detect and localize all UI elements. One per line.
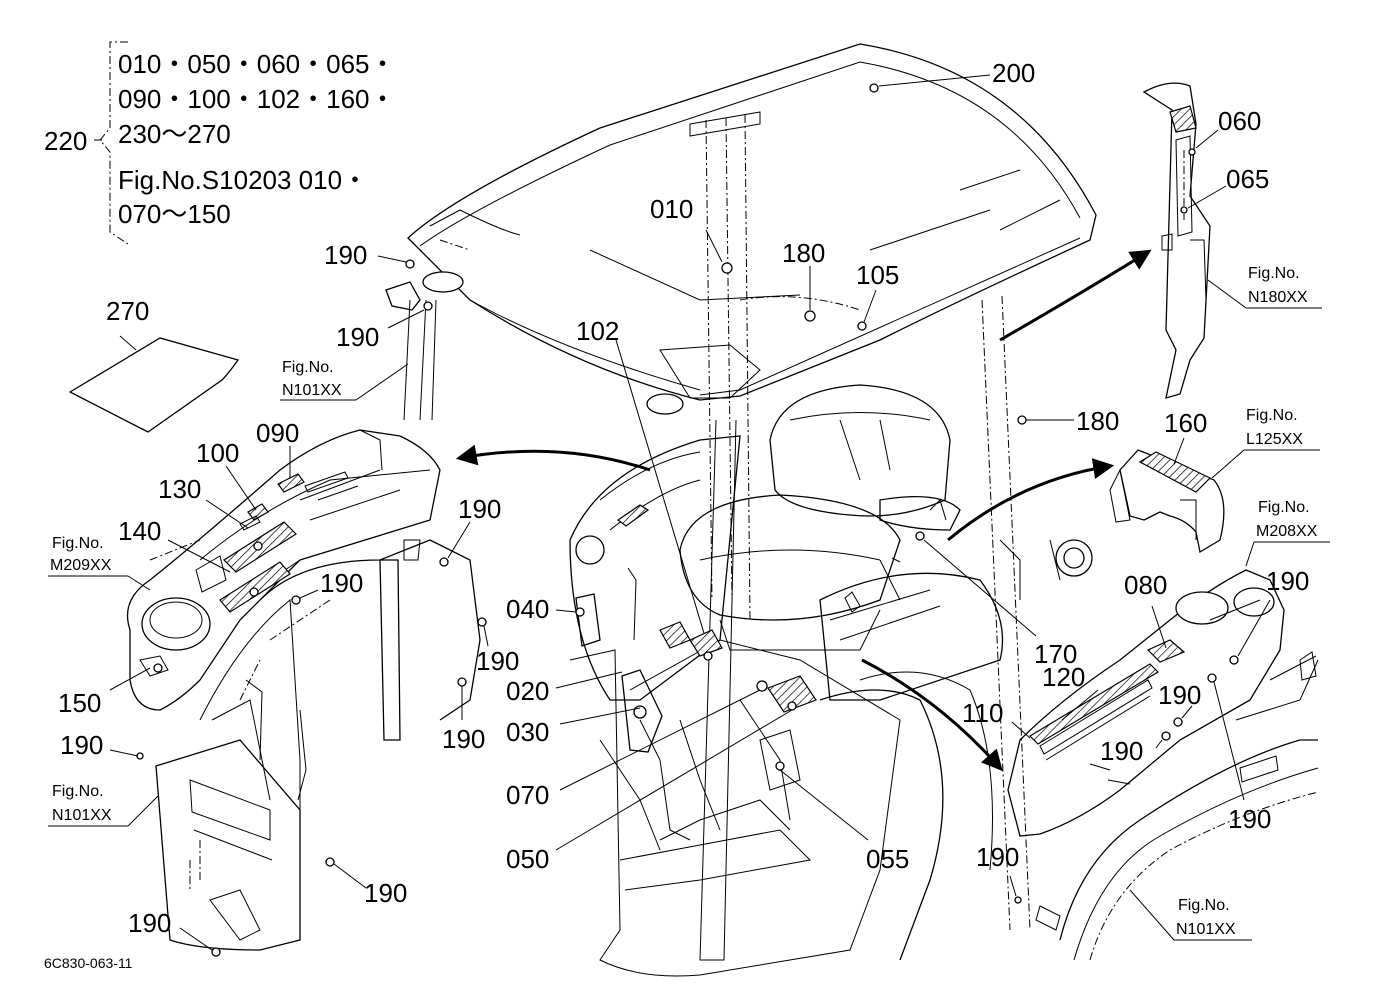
part-190-label-rear-top: 190: [60, 730, 103, 760]
part-090-label: 090: [256, 418, 299, 448]
fig-ref-n101-lower-right-prefix: Fig.No.: [1178, 897, 1230, 914]
part-020-label: 020: [506, 676, 549, 706]
part-180-label-pillar: 180: [1076, 406, 1119, 436]
callout-220-line-2: 090・100・102・160・: [118, 84, 396, 114]
part-080-label: 080: [1124, 570, 1167, 600]
part-070-label: 070: [506, 780, 549, 810]
rops-frame: 010 180 180 105 102: [403, 111, 1119, 961]
part-030-label: 030: [506, 717, 549, 747]
part-010-label: 010: [650, 194, 693, 224]
arrow-to-left-console: [455, 444, 651, 472]
callout-220: 220 010・050・060・065・ 090・100・102・160・ 23…: [44, 41, 396, 245]
part-190-label-rear-right: 190: [364, 878, 407, 908]
explode-arrows: [455, 249, 1152, 772]
part-190-label-left-lower: 190: [442, 724, 485, 754]
part-190-label-roof-bottom: 190: [336, 322, 379, 352]
part-120-label: 120: [1042, 662, 1085, 692]
right-pillar-cover: 060 065 Fig.No. N180XX: [1142, 82, 1322, 399]
left-fender: 190 190 190 190: [199, 494, 519, 820]
decal-sheet-270: 270: [68, 296, 240, 433]
fig-ref-m209-prefix: Fig.No.: [52, 535, 104, 552]
callout-220-line-3: 230～270: [118, 119, 231, 149]
right-fender: 190 190 190 190 190 Fig.No. N101XX: [976, 566, 1319, 961]
fig-ref-n180-code: N180XX: [1248, 289, 1308, 306]
fig-ref-l125-prefix: Fig.No.: [1246, 407, 1298, 424]
part-102-label: 102: [576, 316, 619, 346]
callout-220-line-1: 010・050・060・065・: [118, 49, 396, 79]
part-110-label: 110: [962, 698, 1003, 728]
part-105-label: 105: [856, 260, 899, 290]
part-040-label: 040: [506, 594, 549, 624]
arrow-to-right-console: [861, 658, 1003, 772]
right-small-cover: 160 Fig.No. L125XX: [1109, 407, 1320, 554]
operator-seat: [679, 384, 961, 651]
drawing-code: 6C830-063-11: [44, 955, 133, 971]
part-100-label: 100: [196, 438, 239, 468]
fig-ref-n101-lower-right-code: N101XX: [1176, 921, 1236, 938]
arrow-to-small-cover: [947, 458, 1115, 542]
part-055-label: 055: [866, 844, 909, 874]
part-190-label-rear-bottom: 190: [128, 908, 171, 938]
part-065-label: 065: [1226, 164, 1269, 194]
part-190-label-right-bottom: 190: [1228, 804, 1271, 834]
part-140-label: 140: [118, 516, 161, 546]
roof-mount-left: 190 190: [324, 240, 433, 352]
part-190-label-left-right: 190: [476, 646, 519, 676]
part-170-label: 170: [1034, 639, 1077, 669]
fig-ref-n101-upper-code: N101XX: [282, 382, 342, 399]
part-190-label-right-left: 190: [1100, 736, 1143, 766]
part-150-label: 150: [58, 688, 101, 718]
right-console-panel: 080 120 110 Fig.No. M208XX: [962, 499, 1330, 837]
floor-and-dash: 170 040 020 030 070 050 055: [506, 435, 1093, 977]
fig-ref-n180-prefix: Fig.No.: [1248, 265, 1300, 282]
part-190-label-left-upper: 190: [458, 494, 501, 524]
part-190-label-left-mid: 190: [320, 568, 363, 598]
fig-ref-l125-code: L125XX: [1246, 431, 1303, 448]
left-rear-panel: 190 190 190 Fig.No. N101XX: [48, 730, 407, 957]
part-270-label: 270: [106, 296, 149, 326]
fig-ref-n101-lower-left-prefix: Fig.No.: [52, 783, 104, 800]
fig-ref-m209-code: M209XX: [50, 557, 112, 574]
part-190-label-roof-top: 190: [324, 240, 367, 270]
callout-220-line-5: 070～150: [118, 199, 231, 229]
fig-ref-m208-prefix: Fig.No.: [1258, 499, 1310, 516]
left-console-panel: 090 100 130 140 150 Fig.No. M209XX: [48, 418, 441, 718]
fig-ref-n101-upper: Fig.No. N101XX: [280, 359, 409, 401]
part-160-label: 160: [1164, 408, 1207, 438]
part-200-label: 200: [992, 58, 1035, 88]
fig-ref-n101-upper-prefix: Fig.No.: [282, 359, 334, 376]
callout-220-label: 220: [44, 126, 87, 156]
arrow-to-pillar-cover: [999, 249, 1152, 342]
part-050-label: 050: [506, 844, 549, 874]
part-190-label-right-mid: 190: [1158, 680, 1201, 710]
part-130-label: 130: [158, 474, 201, 504]
part-180-label-roof: 180: [782, 238, 825, 268]
fig-ref-n101-lower-left-code: N101XX: [52, 807, 112, 824]
part-190-label-right-top: 190: [1266, 566, 1309, 596]
part-190-label-right-fender: 190: [976, 842, 1019, 872]
callout-220-line-4: Fig.No.S10203 010・: [118, 165, 368, 195]
fig-ref-m208-code: M208XX: [1256, 523, 1318, 540]
cab-roof: 200: [407, 43, 1097, 415]
part-060-label: 060: [1218, 106, 1261, 136]
